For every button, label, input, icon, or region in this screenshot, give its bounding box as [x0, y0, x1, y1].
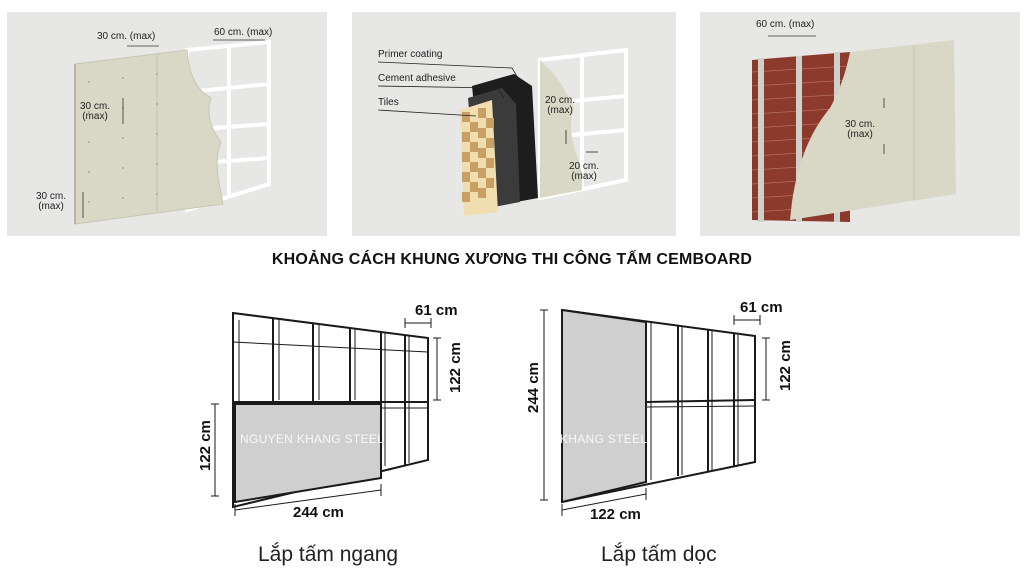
horizontal-install-caption: Lắp tấm ngang — [258, 543, 399, 566]
vertical-install-diagram — [540, 308, 770, 516]
side-spacing-unit: (max) — [847, 129, 873, 140]
horizontal-spacing-value: 20 cm. — [568, 161, 599, 172]
vertical-spacing-unit: (max) — [547, 105, 573, 116]
bottom-spacing-unit: (max) — [38, 201, 64, 212]
horizontal-bottom-label: 244 cm — [293, 504, 344, 521]
horizontal-spacing-unit: (max) — [571, 171, 597, 182]
vertical-spacing-value: 20 cm. — [544, 95, 575, 106]
middle-spacing-value: 30 cm. — [79, 101, 110, 112]
layer-adhesive-label: Cement adhesive — [378, 73, 456, 84]
photo-panel-tile-layers: Primer coating Cement adhesive Tiles 20 … — [352, 12, 676, 236]
watermark-right: KHANG STEEL — [560, 432, 648, 446]
layer-tiles-label: Tiles — [378, 97, 399, 108]
vertical-install-caption: Lắp tấm dọc — [601, 543, 717, 566]
vertical-bottom-label: 122 cm — [590, 506, 641, 523]
page-title: KHOẢNG CÁCH KHUNG XƯƠNG THI CÔNG TẤM CEM… — [271, 251, 753, 268]
top-right-spacing-label: 60 cm. (max) — [214, 27, 273, 38]
vertical-height-left-label: 244 cm — [525, 362, 542, 413]
watermark-left: NGUYEN KHANG STEEL 0 — [240, 432, 395, 446]
vertical-height-right-label: 122 cm — [777, 340, 794, 391]
bottom-spacing-value: 30 cm. — [35, 191, 66, 202]
tile-layers-illustration — [377, 47, 628, 216]
vertical-width-label: 61 cm — [740, 299, 783, 316]
layer-primer-label: Primer coating — [378, 49, 443, 60]
photo-panel-frame-spacing: 30 cm. (max) 60 cm. (max) 30 cm. (max) 3… — [7, 12, 327, 236]
top-left-spacing-label: 30 cm. (max) — [97, 31, 156, 42]
frame-board-illustration — [74, 39, 271, 225]
middle-spacing-unit: (max) — [82, 111, 108, 122]
photo-panel-brick-wall: 60 cm. (max) 30 cm. (max) — [700, 12, 1020, 236]
side-spacing-value: 30 cm. — [844, 119, 875, 130]
horizontal-width-label: 61 cm — [415, 302, 458, 319]
top-spacing-label: 60 cm. (max) — [756, 19, 815, 30]
horizontal-height-right-label: 122 cm — [447, 342, 464, 393]
brick-wall-illustration — [751, 35, 956, 222]
horizontal-height-left-label: 122 cm — [197, 420, 214, 471]
horizontal-install-diagram — [211, 311, 441, 516]
